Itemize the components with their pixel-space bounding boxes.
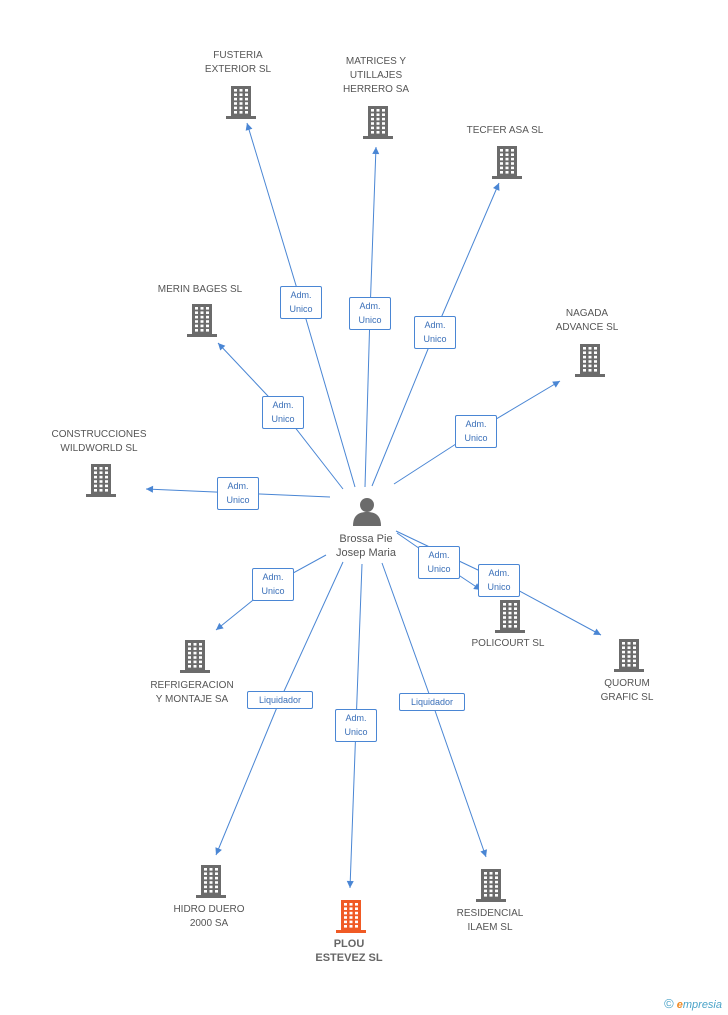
company-name: MERIN BAGES SL xyxy=(157,284,243,295)
company-name: REFRIGERACION Y MONTAJE SA xyxy=(150,680,234,705)
arrowhead-icon xyxy=(372,147,380,155)
relation-label-refrigeracion[interactable]: Adm. Unico xyxy=(252,567,294,601)
company-name: FUSTERIA EXTERIOR SL xyxy=(204,50,272,75)
building-icon xyxy=(492,146,522,179)
building-icon xyxy=(187,304,217,337)
person-icon xyxy=(353,498,381,526)
building-icon xyxy=(196,865,226,898)
arrowhead-icon xyxy=(552,381,560,388)
company-label-nagada[interactable]: NAGADA ADVANCE SL xyxy=(527,307,647,335)
building-icon xyxy=(226,86,256,119)
company-name: PLOU ESTEVEZ SL xyxy=(315,938,383,964)
building-icon xyxy=(476,869,506,902)
relation-label-quorum[interactable]: Adm. Unico xyxy=(478,563,520,597)
company-node-plou[interactable] xyxy=(335,898,367,934)
company-node-quorum[interactable] xyxy=(613,637,645,673)
company-node-tecfer[interactable] xyxy=(491,144,523,180)
company-name: NAGADA ADVANCE SL xyxy=(555,308,619,333)
company-label-fusteria[interactable]: FUSTERIA EXTERIOR SL xyxy=(178,49,298,77)
company-label-residencial[interactable]: RESIDENCIAL ILAEM SL xyxy=(430,907,550,935)
company-node-fusteria[interactable] xyxy=(225,84,257,120)
relation-label-hidro[interactable]: Liquidador xyxy=(247,691,313,709)
building-icon xyxy=(336,900,366,933)
company-name: RESIDENCIAL ILAEM SL xyxy=(456,908,524,933)
relation-label-tecfer[interactable]: Adm. Unico xyxy=(414,315,456,349)
person-node[interactable] xyxy=(350,496,384,528)
arrowhead-icon xyxy=(245,123,253,131)
brand-footer: ©empresia xyxy=(664,996,722,1011)
company-name: HIDRO DUERO 2000 SA xyxy=(173,904,245,929)
company-name: TECFER ASA SL xyxy=(466,125,544,136)
building-icon xyxy=(575,344,605,377)
relation-label-construcciones[interactable]: Adm. Unico xyxy=(217,476,259,510)
person-name: Brossa Pie Josep Maria xyxy=(336,533,396,559)
building-icon xyxy=(180,640,210,673)
company-label-policourt[interactable]: POLICOURT SL xyxy=(448,637,568,651)
company-node-matrices[interactable] xyxy=(362,104,394,140)
company-label-hidro[interactable]: HIDRO DUERO 2000 SA xyxy=(149,903,269,931)
company-node-merin[interactable] xyxy=(186,302,218,338)
relation-label-plou[interactable]: Adm. Unico xyxy=(335,708,377,742)
arrowhead-icon xyxy=(346,880,354,888)
relation-label-nagada[interactable]: Adm. Unico xyxy=(455,414,497,448)
company-name: POLICOURT SL xyxy=(471,638,545,649)
brand-rest: mpresia xyxy=(682,999,722,1011)
company-label-quorum[interactable]: QUORUM GRAFIC SL xyxy=(567,677,687,705)
company-label-merin[interactable]: MERIN BAGES SL xyxy=(140,283,260,297)
arrowhead-icon xyxy=(215,847,222,855)
company-label-refrigeracion[interactable]: REFRIGERACION Y MONTAJE SA xyxy=(132,679,252,707)
company-label-plou[interactable]: PLOU ESTEVEZ SL xyxy=(289,937,409,965)
arrowhead-icon xyxy=(493,183,500,191)
relation-label-merin[interactable]: Adm. Unico xyxy=(262,395,304,429)
arrowhead-icon xyxy=(593,628,601,635)
building-icon xyxy=(86,464,116,497)
building-icon xyxy=(363,106,393,139)
company-node-refrigeracion[interactable] xyxy=(179,638,211,674)
company-node-residencial[interactable] xyxy=(475,867,507,903)
company-node-nagada[interactable] xyxy=(574,342,606,378)
company-name: QUORUM GRAFIC SL xyxy=(600,678,654,703)
company-name: MATRICES Y UTILLAJES HERRERO SA xyxy=(342,56,410,95)
brand-first-letter: e xyxy=(676,999,683,1011)
relation-label-residencial[interactable]: Liquidador xyxy=(399,693,465,711)
relation-label-fusteria[interactable]: Adm. Unico xyxy=(280,285,322,319)
arrowhead-icon xyxy=(218,343,226,351)
company-label-tecfer[interactable]: TECFER ASA SL xyxy=(445,124,565,138)
arrowhead-icon xyxy=(480,849,488,857)
relation-label-policourt[interactable]: Adm. Unico xyxy=(418,545,460,579)
company-label-matrices[interactable]: MATRICES Y UTILLAJES HERRERO SA xyxy=(316,55,436,97)
copyright-symbol: © xyxy=(664,996,674,1011)
building-icon xyxy=(495,600,525,633)
arrowhead-icon xyxy=(216,622,224,630)
company-node-construcciones[interactable] xyxy=(85,462,117,498)
company-node-hidro[interactable] xyxy=(195,863,227,899)
company-node-policourt[interactable] xyxy=(494,598,526,634)
building-icon xyxy=(614,639,644,672)
company-label-construcciones[interactable]: CONSTRUCCIONES WILDWORLD SL xyxy=(39,428,159,456)
arrowhead-icon xyxy=(146,485,154,493)
company-name: CONSTRUCCIONES WILDWORLD SL xyxy=(51,429,147,454)
relation-label-matrices[interactable]: Adm. Unico xyxy=(349,296,391,330)
